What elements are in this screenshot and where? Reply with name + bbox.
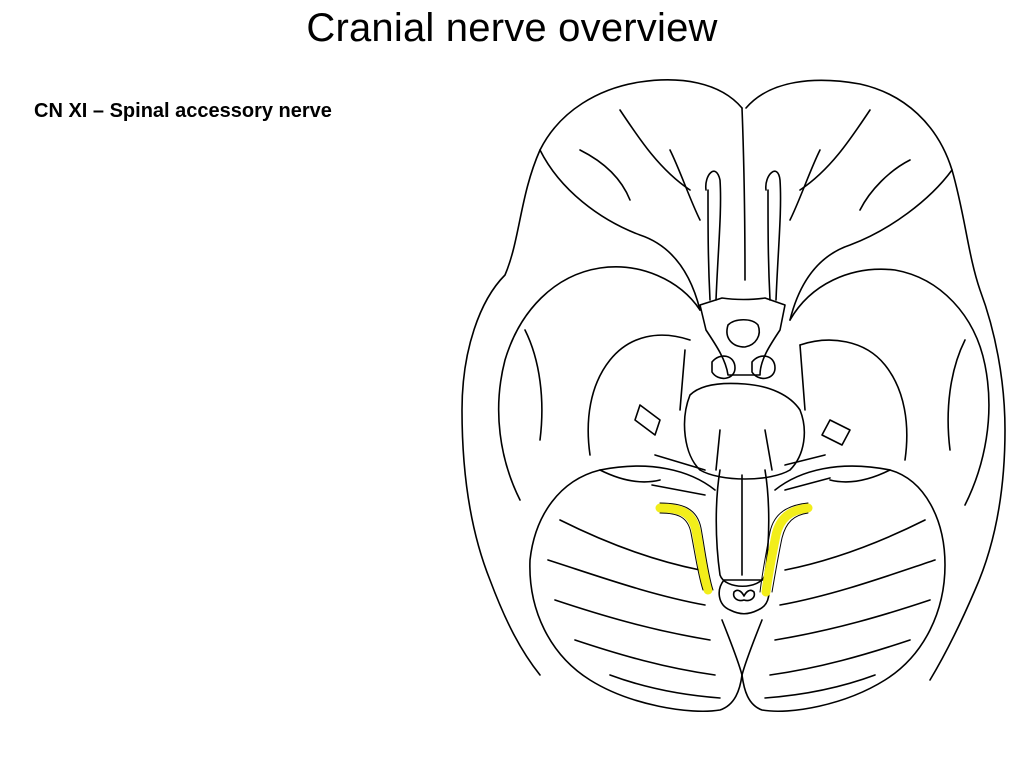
- left-temporal-inner: [587, 334, 691, 456]
- mammillary-right: [751, 355, 776, 380]
- optic-chiasm-region: [679, 297, 806, 411]
- right-spinal-accessory-nerve: [761, 503, 813, 597]
- left-frontal-sulcus-2: [579, 149, 631, 201]
- pons: [683, 382, 806, 480]
- left-frontal-sulcus: [619, 109, 691, 191]
- right-folia-4: [769, 639, 911, 676]
- mammillary-left: [711, 355, 736, 380]
- left-olfactory-tract: [705, 170, 722, 301]
- abducens-right: [764, 429, 773, 471]
- left-olfactory-tract-2: [707, 189, 711, 301]
- right-folia-2: [779, 559, 936, 606]
- optic-nerve-left: [679, 349, 686, 411]
- trigeminal-left: [634, 404, 661, 436]
- left-spinal-accessory-outline-2: [659, 512, 704, 591]
- cord-grey-matter: [732, 589, 756, 602]
- abducens-left: [715, 429, 721, 471]
- nerve-root-left-2: [651, 484, 706, 496]
- left-hemisphere-outline: [461, 79, 743, 676]
- slide-subtitle: CN XI – Spinal accessory nerve: [34, 100, 332, 122]
- left-spinal-accessory-outline: [659, 502, 714, 591]
- right-temporal-sulcus: [947, 339, 966, 451]
- right-olfactory-tract: [765, 170, 782, 301]
- optic-nerve-right: [799, 344, 806, 411]
- right-frontal-lobe-edge: [789, 169, 953, 321]
- medulla: [715, 469, 770, 587]
- optic-chiasm: [699, 297, 786, 376]
- left-folia-2: [547, 559, 706, 606]
- left-frontal-lobe-edge: [539, 149, 701, 311]
- right-frontal-sulcus-2: [859, 159, 911, 211]
- cerebral-hemispheres: [461, 79, 1006, 681]
- left-spinal-accessory-nerve: [655, 503, 713, 595]
- longitudinal-fissure: [741, 107, 746, 281]
- trigeminal-right: [821, 419, 851, 446]
- right-folia-5: [764, 674, 876, 699]
- right-folia-3: [774, 599, 931, 641]
- olfactory-nerves: [705, 170, 782, 301]
- left-cerebellar-top: [599, 469, 661, 483]
- brainstem: [634, 382, 851, 615]
- left-folia-4: [574, 639, 716, 676]
- nerve-root-left-1: [654, 454, 706, 471]
- right-cerebellar-top: [829, 469, 891, 483]
- left-temporal-sulcus: [524, 329, 543, 441]
- left-orbital-sulcus: [669, 149, 701, 221]
- right-spinal-accessory-outline-2: [771, 512, 809, 593]
- left-folia-1: [559, 519, 701, 571]
- pituitary-stalk: [726, 318, 761, 348]
- slide-title: Cranial nerve overview: [306, 6, 718, 50]
- right-temporal-inner: [799, 339, 908, 461]
- right-orbital-sulcus: [789, 149, 821, 221]
- right-frontal-sulcus: [799, 109, 871, 191]
- right-hemisphere-outline: [745, 79, 1006, 681]
- right-cerebellar-hemisphere: [741, 465, 946, 713]
- nerve-root-right-1: [784, 454, 826, 466]
- left-cerebellar-hemisphere: [529, 465, 743, 713]
- nerve-root-right-2: [784, 477, 831, 491]
- right-temporal-lobe: [789, 268, 990, 506]
- left-folia-3: [554, 599, 711, 641]
- spinal-accessory-nerve: [655, 502, 813, 597]
- right-olfactory-tract-2: [767, 189, 771, 301]
- brain-illustration: [455, 70, 1015, 760]
- left-folia-5: [609, 674, 721, 699]
- left-temporal-lobe: [497, 266, 701, 501]
- vermis-notch: [721, 619, 763, 676]
- right-folia-1: [784, 519, 926, 571]
- right-spinal-accessory-outline: [759, 502, 809, 593]
- cerebellum: [529, 465, 946, 713]
